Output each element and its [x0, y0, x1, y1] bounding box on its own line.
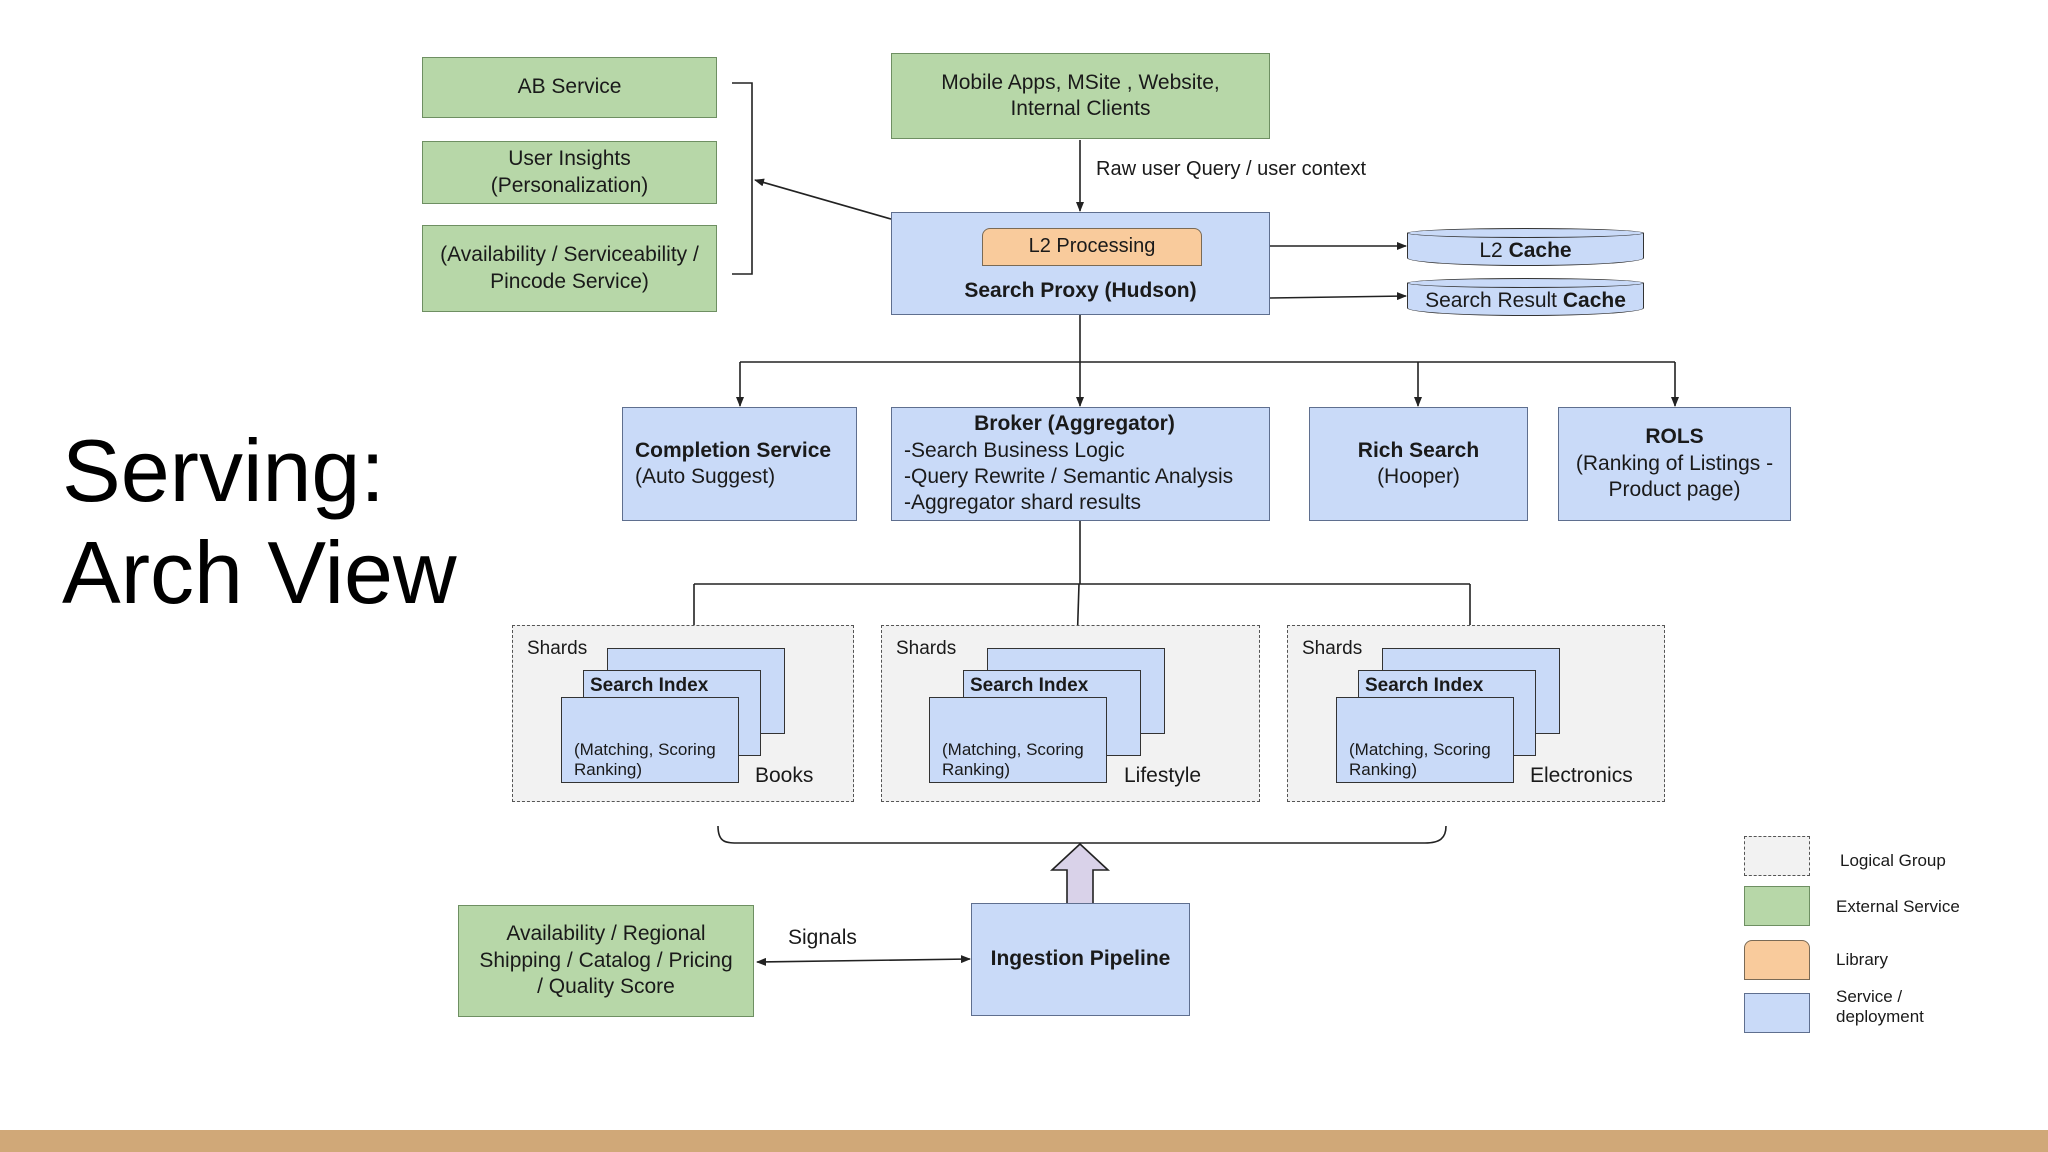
legend-external-service: External Service — [1836, 897, 1960, 916]
l2-cache-prefix: L2 — [1479, 239, 1509, 262]
rich-search-box: Rich Search (Hooper) — [1309, 407, 1528, 521]
shard-group-lifestyle: Shards Search Index (Matching, Scoring R… — [881, 625, 1260, 802]
shard-group-label: Shards — [527, 638, 588, 659]
result-cache-bold: Cache — [1562, 289, 1626, 312]
search-index-desc-line1: (Matching, Scoring — [574, 740, 716, 759]
availability-line1: (Availability / Serviceability / — [440, 243, 699, 267]
legend-logical-group: Logical Group — [1840, 851, 1946, 870]
legend-swatch-library — [1744, 940, 1810, 980]
result-cache-prefix: Search Result — [1425, 289, 1563, 312]
availability-service-box: (Availability / Serviceability / Pincode… — [422, 225, 717, 312]
search-index-desc-line2: Ranking) — [942, 760, 1011, 780]
rich-search-name: Rich Search — [1357, 438, 1480, 462]
broker-line-1: -Search Business Logic — [904, 438, 1125, 462]
signals-source-line3: / Quality Score — [537, 975, 675, 999]
user-insights-box: User Insights (Personalization) — [422, 141, 717, 204]
search-index-desc-line2: Ranking) — [1349, 760, 1418, 780]
search-index-desc-line1: (Matching, Scoring — [942, 740, 1084, 759]
search-index-label: Search Index — [970, 675, 1089, 696]
rols-line-1: (Ranking of Listings - — [1575, 451, 1774, 475]
externals-bracket — [732, 82, 753, 275]
legend-swatch-service — [1744, 993, 1810, 1033]
slide-title: Serving: Arch View — [62, 420, 457, 624]
ingestion-pipeline-box: Ingestion Pipeline — [971, 903, 1190, 1016]
shard-category-label: Books — [755, 764, 814, 787]
completion-service-box: Completion Service (Auto Suggest) — [622, 407, 857, 521]
broker-line-2: -Query Rewrite / Semantic Analysis — [904, 465, 1234, 488]
legend-service-line2: deployment — [1836, 1007, 1924, 1027]
shard-card-front: (Matching, Scoring Ranking) — [1336, 697, 1514, 783]
footer-bar — [0, 1130, 2048, 1152]
search-index-desc: (Matching, Scoring Ranking) — [1349, 740, 1491, 781]
search-index-label: Search Index — [590, 675, 709, 696]
legend-service-line1: Service / — [1836, 987, 1903, 1006]
l2-processing-library: L2 Processing — [982, 228, 1202, 266]
shard-group-label: Shards — [896, 638, 957, 659]
ab-service-box: AB Service — [422, 57, 717, 118]
availability-line2: Pincode Service) — [490, 269, 649, 293]
shard-group-books: Shards Search Index (Matching, Scoring R… — [512, 625, 854, 802]
clients-box: Mobile Apps, MSite , Website, Internal C… — [891, 53, 1270, 139]
shard-card-front: (Matching, Scoring Ranking) — [561, 697, 739, 783]
legend-swatch-external — [1744, 886, 1810, 926]
l2-processing-label: L2 Processing — [1028, 235, 1156, 258]
signals-source-line1: Availability / Regional — [506, 922, 706, 946]
legend-library: Library — [1836, 950, 1888, 969]
shards-brace — [717, 825, 1447, 844]
completion-service-sub: (Auto Suggest) — [635, 465, 776, 488]
search-proxy-label: Search Proxy (Hudson) — [964, 278, 1197, 302]
rich-search-sub: (Hooper) — [1377, 465, 1460, 488]
edge-label-raw-query: Raw user Query / user context — [1096, 158, 1367, 180]
ingestion-pipeline-label: Ingestion Pipeline — [990, 947, 1171, 971]
rols-box: ROLS (Ranking of Listings - Product page… — [1558, 407, 1791, 521]
slide-title-line1: Serving: — [62, 421, 385, 520]
broker-name: Broker (Aggregator) — [974, 412, 1175, 436]
slide-title-line2: Arch View — [62, 523, 457, 623]
search-index-desc: (Matching, Scoring Ranking) — [574, 740, 716, 781]
l2-cache: L2 Cache — [1407, 228, 1644, 266]
broker-line-3: -Aggregator shard results — [904, 491, 1141, 515]
user-insights-line1: User Insights — [508, 147, 631, 171]
edge-proxy-to-resultcache — [1269, 292, 1407, 301]
search-index-label: Search Index — [1365, 675, 1484, 696]
search-index-desc-line1: (Matching, Scoring — [1349, 740, 1491, 759]
shard-group-electronics: Shards Search Index (Matching, Scoring R… — [1287, 625, 1665, 802]
search-result-cache: Search Result Cache — [1407, 278, 1644, 316]
legend-swatch-logical-group — [1744, 836, 1810, 876]
shard-group-label: Shards — [1302, 638, 1363, 659]
clients-line1: Mobile Apps, MSite , Website, — [941, 70, 1220, 94]
signals-source-line2: Shipping / Catalog / Pricing — [479, 948, 733, 972]
search-index-desc-line2: Ranking) — [574, 760, 643, 780]
ingestion-up-arrow — [1049, 842, 1111, 906]
rols-name: ROLS — [1645, 425, 1704, 449]
legend-service: Service / deployment — [1836, 987, 1924, 1028]
rols-line-2: Product page) — [1608, 478, 1741, 502]
shard-category-label: Electronics — [1530, 764, 1633, 787]
broker-box: Broker (Aggregator) -Search Business Log… — [891, 407, 1270, 521]
clients-line2: Internal Clients — [1010, 97, 1151, 120]
l2-cache-bold: Cache — [1508, 239, 1572, 262]
edge-label-signals: Signals — [788, 926, 857, 949]
signals-source-box: Availability / Regional Shipping / Catal… — [458, 905, 754, 1017]
completion-service-name: Completion Service — [635, 438, 832, 462]
ab-service-label: AB Service — [517, 75, 622, 99]
user-insights-line2: (Personalization) — [490, 173, 649, 197]
edge-signals — [756, 955, 971, 966]
search-index-desc: (Matching, Scoring Ranking) — [942, 740, 1084, 781]
shard-category-label: Lifestyle — [1124, 764, 1202, 787]
shard-card-front: (Matching, Scoring Ranking) — [929, 697, 1107, 783]
